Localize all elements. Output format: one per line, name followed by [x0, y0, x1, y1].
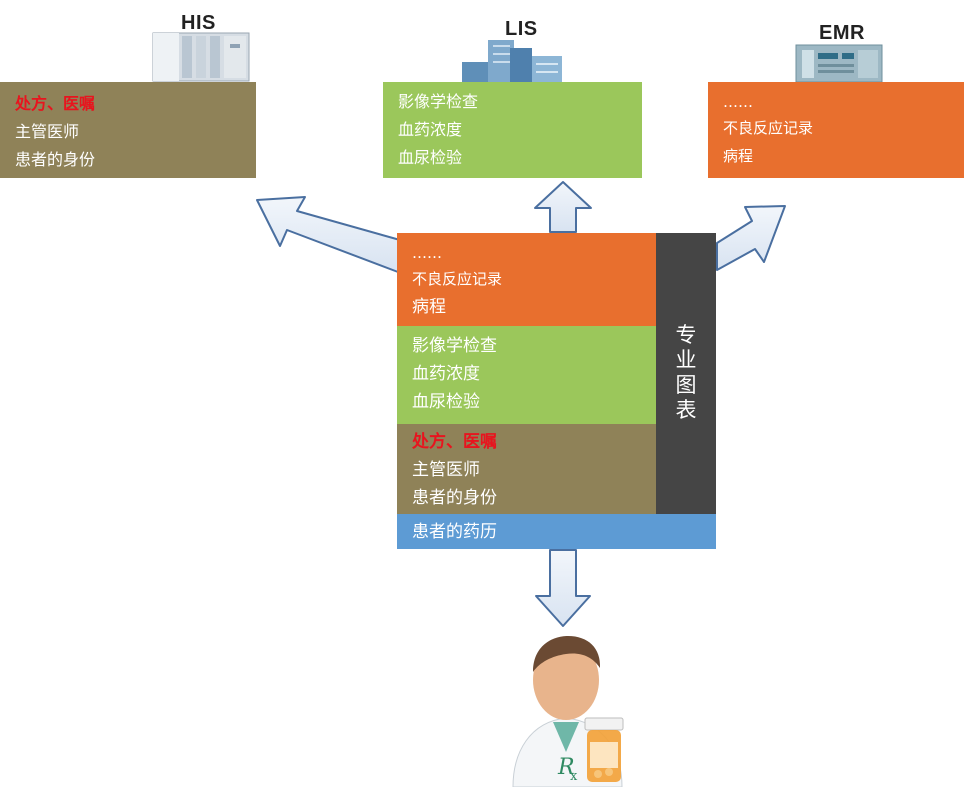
emr-line-ellipsis: …… — [723, 93, 753, 111]
center-his-prescription: 处方、医嘱 — [412, 432, 497, 452]
center-lis-urine: 血尿检验 — [412, 392, 480, 412]
hospital-building-icon — [152, 32, 250, 82]
emr-line-course: 病程 — [723, 147, 754, 165]
his-box: 处方、医嘱 主管医师 患者的身份 — [0, 82, 256, 178]
lis-title: LIS — [505, 18, 538, 40]
emr-box: …… 不良反应记录 病程 — [708, 82, 964, 178]
side-label-block: 专 业 图 表 — [656, 233, 716, 514]
center-emr-course: 病程 — [412, 297, 446, 317]
server-machine-icon — [795, 44, 883, 83]
side-label-text: 专 业 图 表 — [675, 323, 697, 422]
center-lis-imaging: 影像学检查 — [412, 336, 497, 356]
pharmacist-icon: R x — [512, 636, 624, 787]
center-emr-ellipsis: …… — [412, 244, 442, 262]
arrow-to-emr — [716, 205, 786, 271]
lab-towers-icon — [462, 40, 562, 82]
arrow-to-pharmacist — [535, 549, 591, 627]
center-emr-adverse: 不良反应记录 — [412, 270, 503, 288]
lis-line-imaging: 影像学检查 — [398, 92, 479, 111]
lis-line-urine: 血尿检验 — [398, 148, 463, 167]
lis-line-drug-level: 血药浓度 — [398, 120, 463, 139]
emr-line-adverse: 不良反应记录 — [723, 119, 814, 137]
center-his-block: 处方、医嘱 主管医师 患者的身份 — [397, 424, 656, 514]
emr-title: EMR — [819, 22, 865, 44]
arrow-to-lis — [534, 181, 592, 233]
center-lis-drug-level: 血药浓度 — [412, 364, 480, 384]
arrow-to-his — [256, 196, 401, 273]
center-lis-block: 影像学检查 血药浓度 血尿检验 — [397, 326, 656, 424]
lis-box: 影像学检查 血药浓度 血尿检验 — [383, 82, 642, 178]
center-emr-block: …… 不良反应记录 病程 — [397, 233, 656, 326]
medication-history-label: 患者的药历 — [412, 522, 497, 542]
his-title: HIS — [181, 12, 216, 34]
his-line-doctor: 主管医师 — [15, 122, 80, 141]
medication-history-bar: 患者的药历 — [397, 514, 716, 549]
his-line-prescription: 处方、医嘱 — [15, 94, 96, 113]
svg-text:R: R — [557, 755, 575, 780]
center-his-identity: 患者的身份 — [412, 488, 497, 508]
his-line-identity: 患者的身份 — [15, 150, 96, 169]
svg-text:x: x — [570, 769, 578, 784]
center-his-doctor: 主管医师 — [412, 460, 480, 480]
